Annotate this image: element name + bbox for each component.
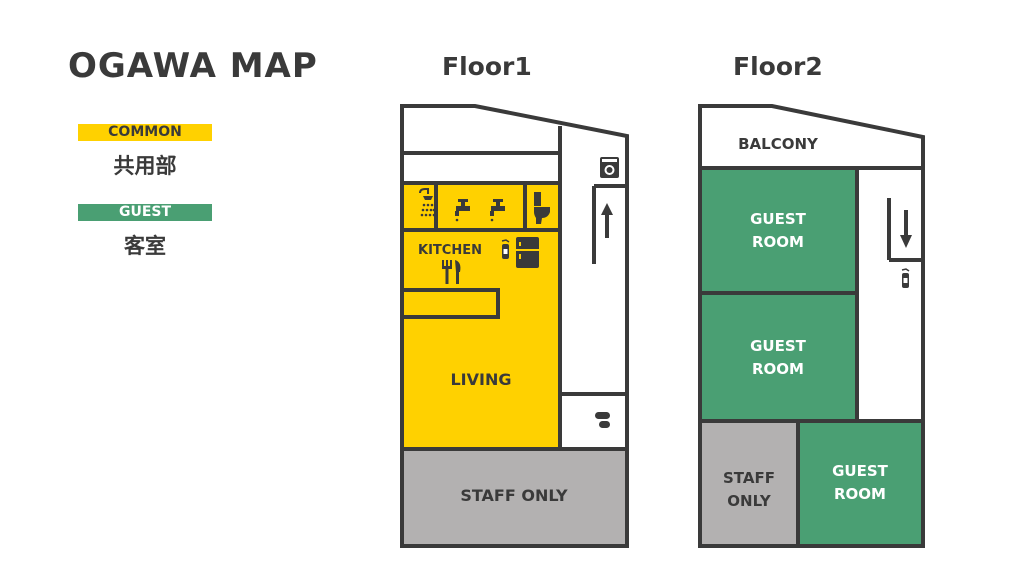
kitchen-label: KITCHEN [418,243,482,258]
floor2-plan: BALCONY GUEST ROOM GUEST ROOM STAFF ONLY… [698,104,925,548]
floor1-staff-room [402,449,627,546]
legend-common-swatch: COMMON [78,124,212,141]
refrigerator-icon [516,237,539,268]
staff-only-label: STAFF ONLY [460,486,568,505]
floor2-staff-label-line1: STAFF [723,469,775,487]
guest-room-3 [798,421,923,546]
shoes-icon [595,412,610,428]
up-arrow-icon [601,203,613,238]
guest-room-1-label-line2: ROOM [752,233,804,251]
floor2-staff-label-line2: ONLY [727,492,772,510]
floor2-outer-wall [698,104,925,548]
floor1-title: Floor1 [442,52,532,81]
balcony-label: BALCONY [738,135,819,153]
guest-room-2-label-line2: ROOM [752,360,804,378]
guest-room-3-label-line2: ROOM [834,485,886,503]
fire-extinguisher-icon [501,239,510,259]
guest-room-3-label-line1: GUEST [832,462,889,480]
guest-room-1-label-line1: GUEST [750,210,807,228]
shower-icon [419,188,436,217]
guest-room-2 [700,293,857,421]
guest-room-2-label-line1: GUEST [750,337,807,355]
floor1-outer-wall [400,104,629,548]
cutlery-icon [442,260,461,284]
kitchen-counter [402,288,500,319]
map-title: OGAWA MAP [68,46,318,86]
floor1-plan: KITCHEN LIVING STAFF ONLY [400,104,629,548]
faucet-icon [455,199,470,222]
toilet-icon [534,192,550,224]
legend-guest-swatch: GUEST [78,204,212,221]
down-arrow-icon [900,210,912,248]
fire-extinguisher-icon [901,268,910,288]
floor2-staff-room [700,421,798,546]
legend-common-label: 共用部 [113,154,177,178]
floor1-toilet-room [525,183,560,230]
living-label: LIVING [450,370,511,389]
washing-machine-icon [600,157,619,178]
guest-room-1 [700,168,857,293]
faucet-icon [490,199,505,222]
floor2-title: Floor2 [733,52,823,81]
legend-guest-label: 客室 [124,234,166,258]
